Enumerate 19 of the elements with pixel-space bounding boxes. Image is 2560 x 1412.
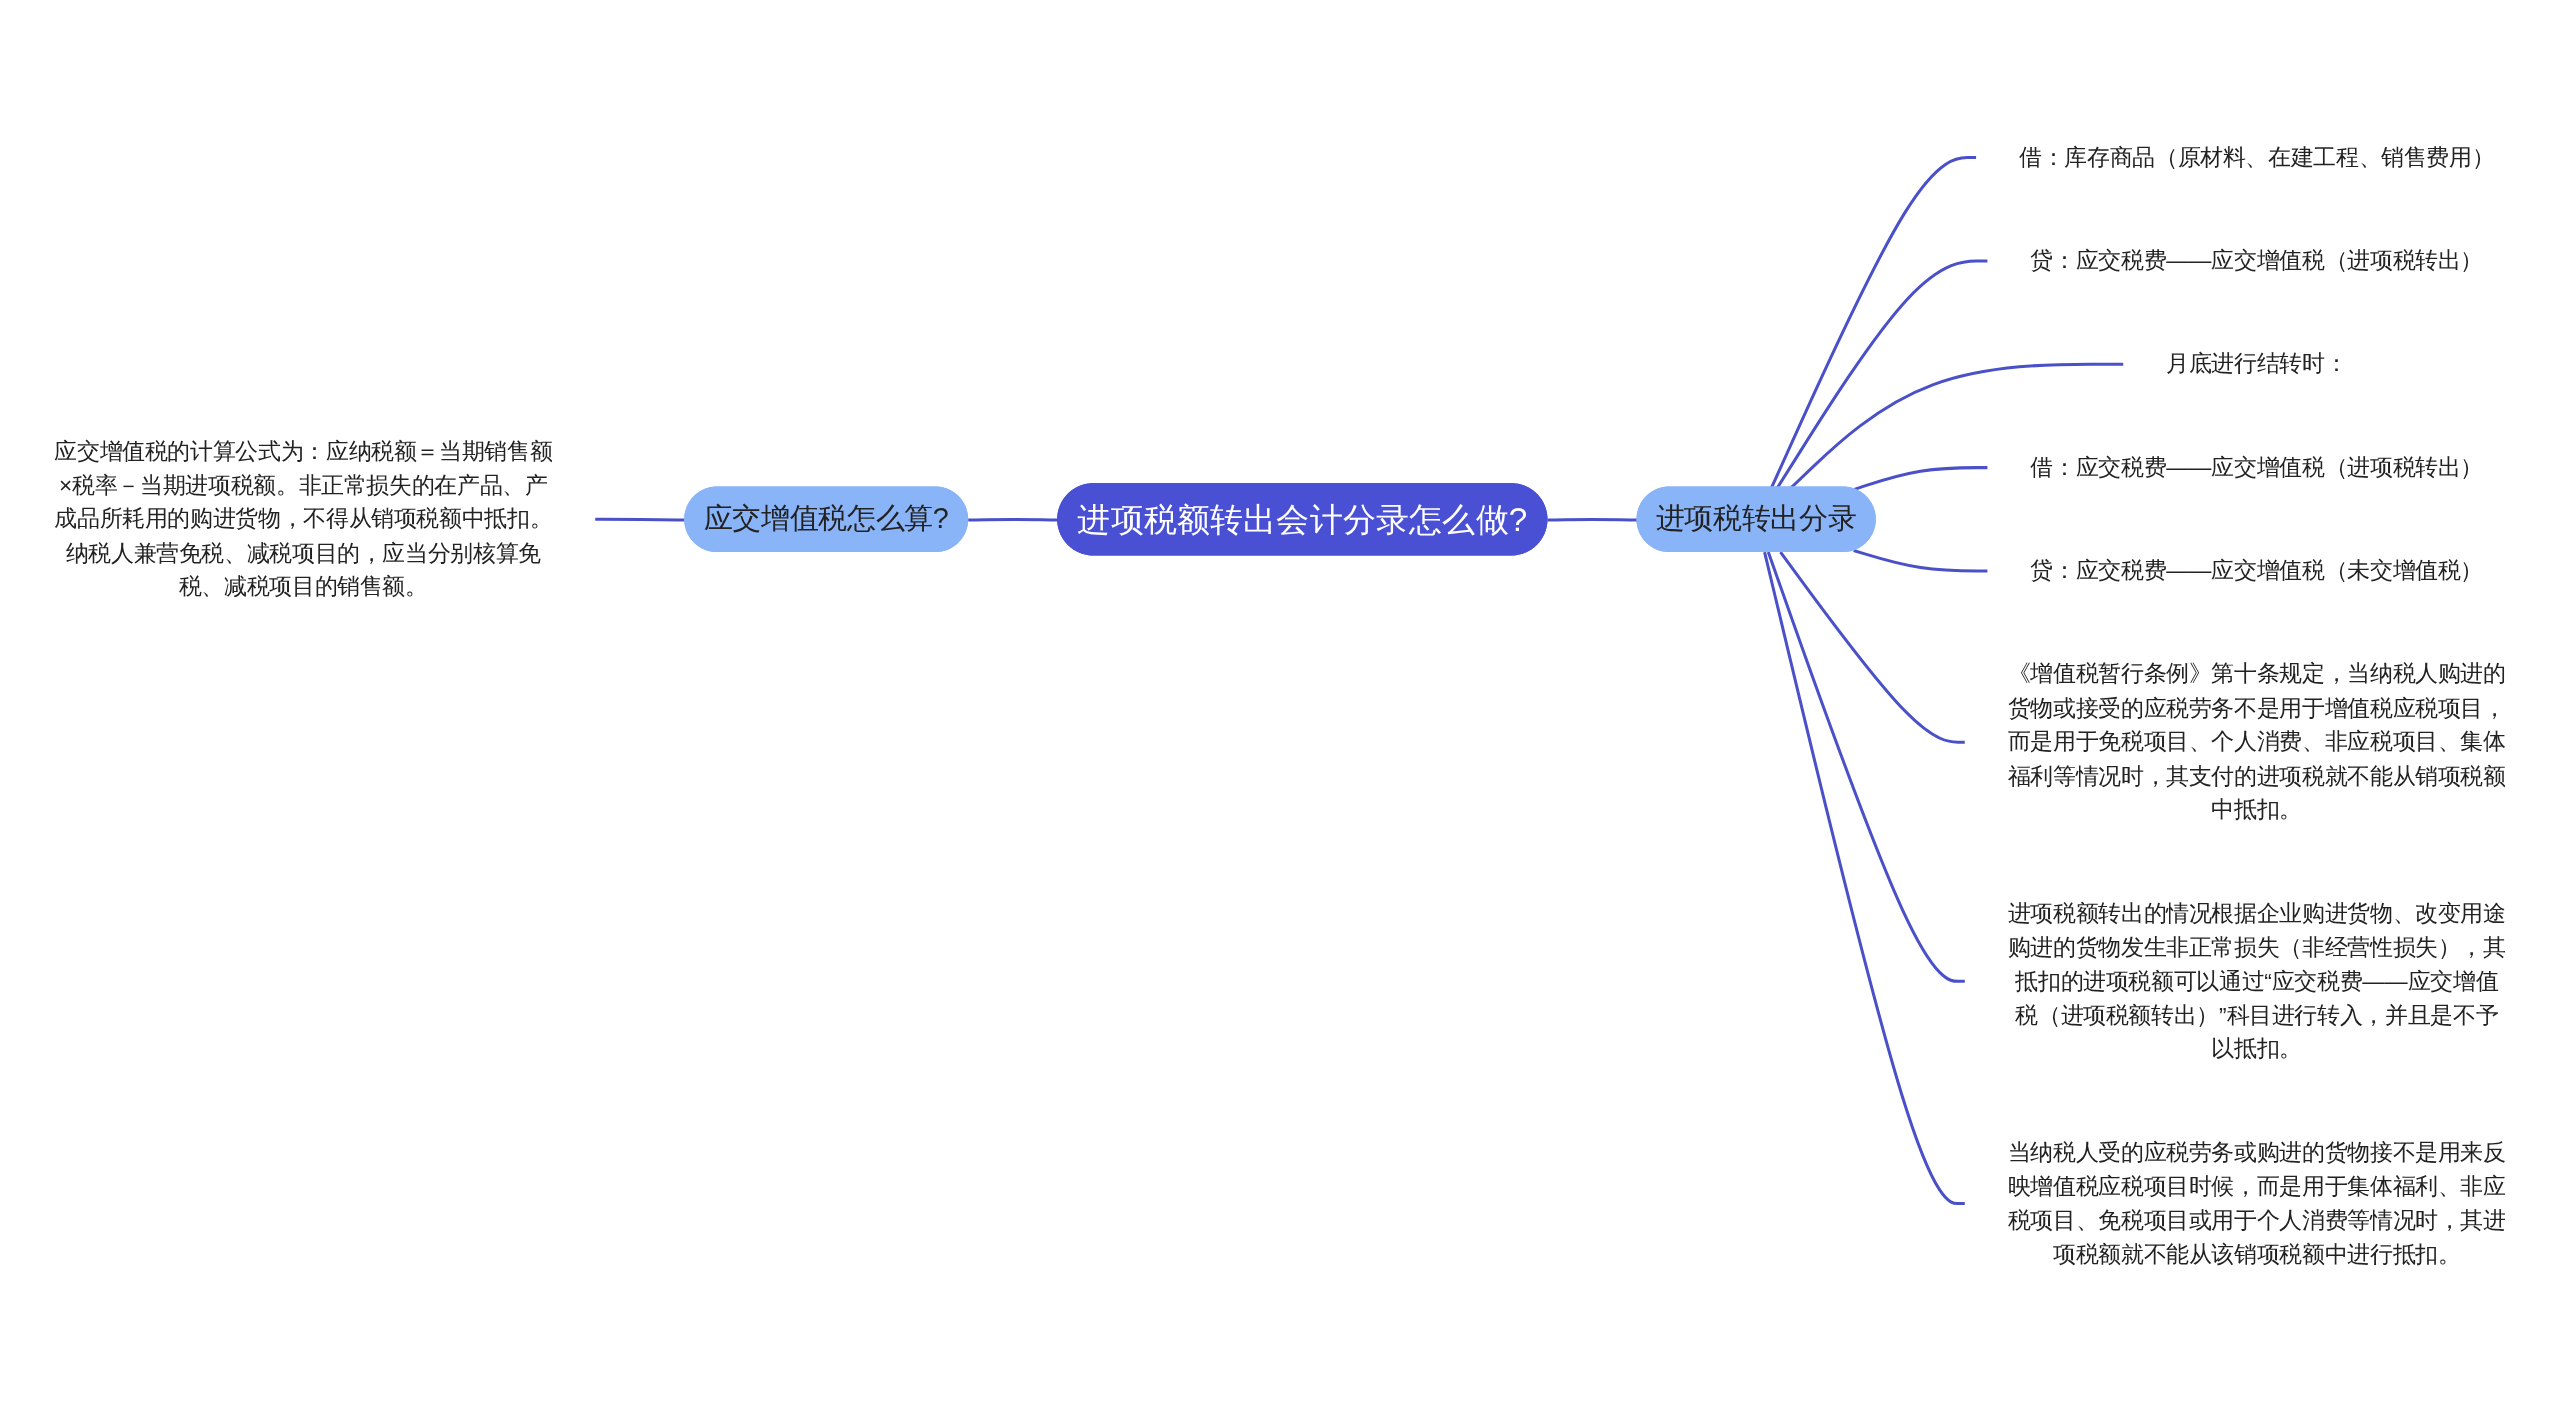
- node-text: 借：应交税费——应交增值税（进项税转出）: [2030, 453, 2484, 480]
- node-text: 月底进行结转时：: [2166, 350, 2348, 376]
- connector: [594, 517, 686, 522]
- node-text: 贷：应交税费——应交增值税（进项税转出）: [2030, 246, 2484, 273]
- node-text: 应交增值税的计算公式为：应纳税额＝当期销售额×税率－当期进项税额。非正常损失的在产品、产成品所耗用的购进货物，不得从销项税额中抵扣。纳税人兼营免税、减税项目的，应当分别核算免税、减税项目的销售额。: [54, 437, 553, 599]
- node-text: 当纳税人受的应税劳务或购进的货物接不是用来反映增值税应税项目时候，而是用于集体福利、非应税项目、免税项目或用于个人消费等情况时，其进项税额就不能从该销项税额中进行抵扣。: [2007, 1138, 2506, 1267]
- connector: [1853, 466, 1989, 491]
- connector: [1547, 518, 1638, 522]
- connector: [1766, 551, 1966, 983]
- connector: [1779, 551, 1966, 744]
- connector: [1770, 156, 1977, 489]
- connector: [1853, 549, 1989, 573]
- node-text: 借：库存商品（原材料、在建工程、销售费用）: [2019, 143, 2495, 170]
- node-text: 贷：应交税费——应交增值税（未交增值税）: [2030, 557, 2484, 583]
- node-text: 进项税额转出的情况根据企业购进货物、改变用途购进的货物发生非正常损失（非经营性损失），其抵扣的进项税额可以通过“应交税费——应交增值税（进项税额转出）”科目进行转入，并且是不予以抵扣。: [2007, 899, 2506, 1061]
- connector: [1763, 551, 1966, 1205]
- connector: [1776, 259, 1989, 489]
- connector: [1789, 362, 2124, 490]
- node-text: 《增值税暂行条例》第十条规定，当纳税人购进的货物或接受的应税劳务不是用于增值税应税项目，而是用于免税项目、个人消费、非应税项目、集体福利等情况时，其支付的进项税就不能从销项税额中抵扣。: [2007, 660, 2506, 822]
